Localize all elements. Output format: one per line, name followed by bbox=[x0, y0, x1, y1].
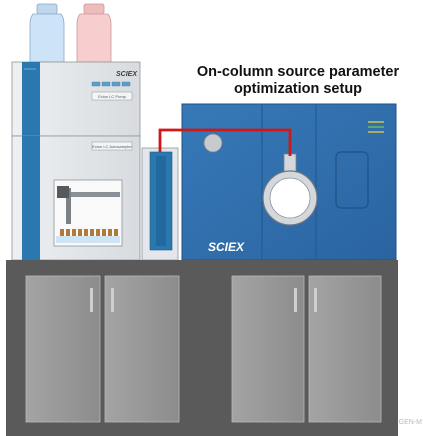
title-line-1: On-column source parameter bbox=[196, 64, 400, 80]
solvent-bottle-red bbox=[76, 3, 112, 63]
door-handle bbox=[314, 288, 317, 312]
cabinet bbox=[6, 260, 398, 436]
ms-brand-label: SCIEX bbox=[208, 240, 245, 254]
ms-side-panel bbox=[335, 151, 369, 209]
door-handle bbox=[90, 288, 93, 312]
cabinet-door-1 bbox=[25, 275, 101, 423]
sample-vials bbox=[60, 229, 118, 236]
autosampler-stripe bbox=[22, 136, 40, 260]
pump-brand-label: SCIEX bbox=[116, 71, 138, 78]
cabinet-door-4 bbox=[308, 275, 382, 423]
figure-code: GEN-M bbox=[398, 419, 422, 426]
solvent-bottle-blue bbox=[29, 3, 65, 63]
column-oven bbox=[141, 147, 179, 261]
ms-knob bbox=[203, 133, 223, 153]
tubing bbox=[158, 128, 292, 156]
title-line-2: optimization setup bbox=[233, 81, 363, 97]
pump-model-label: Exion LC Pump bbox=[98, 94, 127, 99]
pump-stripe bbox=[22, 62, 40, 136]
autosampler-model-label: Exion LC Autosampler bbox=[92, 144, 132, 149]
door-handle bbox=[111, 288, 114, 312]
cabinet-door-3 bbox=[231, 275, 305, 423]
hplc-stack bbox=[11, 61, 141, 261]
cabinet-door-2 bbox=[104, 275, 180, 423]
door-handle bbox=[294, 288, 297, 312]
diagram-title: On-column source parameter optimization … bbox=[178, 64, 418, 98]
mass-spectrometer bbox=[181, 103, 397, 261]
